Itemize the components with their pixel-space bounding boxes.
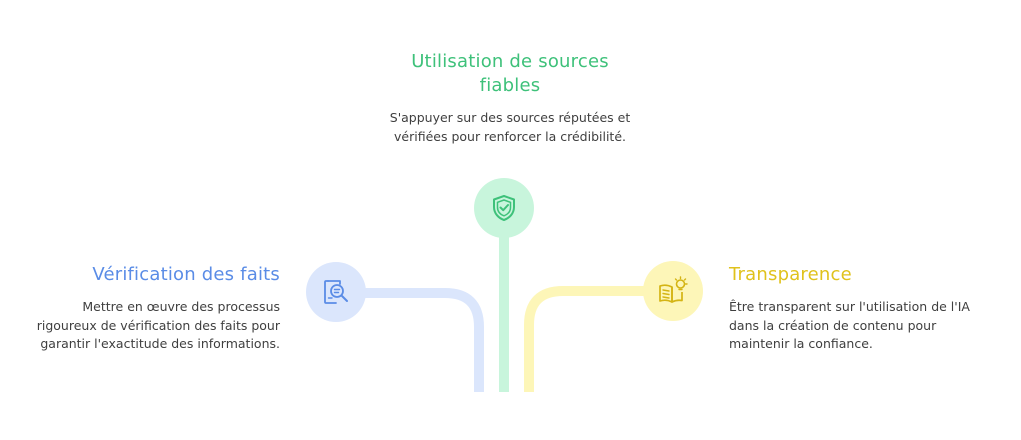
document-search-icon bbox=[319, 275, 353, 309]
shield-node bbox=[474, 178, 534, 238]
fact-check-node bbox=[306, 262, 366, 322]
top-description: S'appuyer sur des sources réputées et vé… bbox=[389, 110, 631, 144]
left-title: Vérification des faits bbox=[92, 264, 280, 285]
open-book-lightbulb-icon bbox=[656, 274, 690, 308]
right-description: Être transparent sur l'utilisation de l'… bbox=[729, 299, 970, 351]
shield-check-icon bbox=[488, 192, 520, 224]
left-description: Mettre en œuvre des processus rigoureux … bbox=[36, 299, 280, 351]
transparency-node bbox=[643, 261, 703, 321]
right-connector bbox=[524, 286, 645, 392]
right-title: Transparence bbox=[729, 264, 852, 285]
top-title: Utilisation de sources fiables bbox=[411, 51, 609, 96]
left-connector bbox=[364, 288, 484, 392]
